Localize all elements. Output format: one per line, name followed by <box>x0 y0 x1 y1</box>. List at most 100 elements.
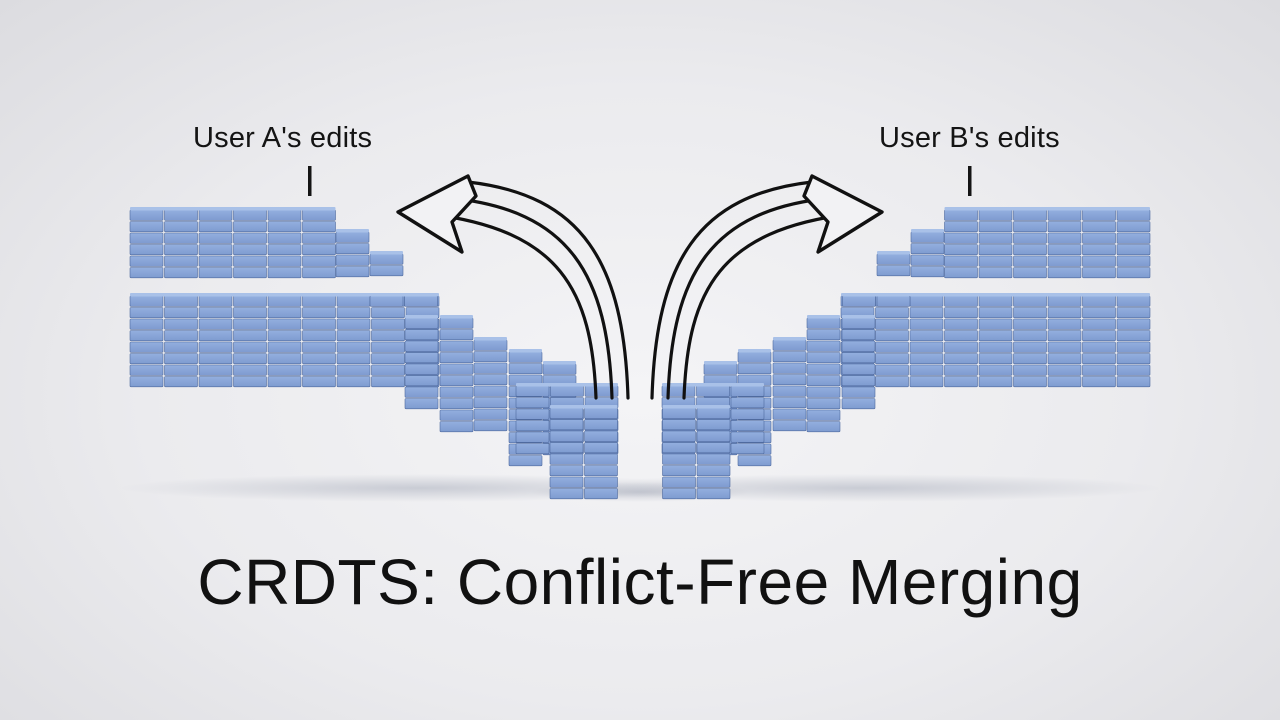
block-cell <box>336 353 371 365</box>
block-cell <box>267 232 302 244</box>
block-cell <box>1047 307 1082 319</box>
block-cell <box>584 430 618 442</box>
block-cell <box>909 364 944 376</box>
block-cell <box>1116 244 1151 256</box>
block-cell <box>1082 376 1116 388</box>
block-cell <box>1082 330 1116 342</box>
block-cell <box>696 419 731 431</box>
block-cell <box>302 307 336 319</box>
user-a-label: User A's edits <box>193 122 373 154</box>
block-cell <box>875 330 909 342</box>
block-cell <box>584 488 618 500</box>
block-cell <box>841 386 876 398</box>
block-cell <box>1013 221 1047 233</box>
block-cell <box>233 376 267 388</box>
block-cell <box>439 421 474 433</box>
block-cell <box>515 385 550 397</box>
block-cell <box>198 353 233 365</box>
block-cell <box>233 267 267 279</box>
block-cell <box>129 232 164 244</box>
block-cell <box>662 465 696 477</box>
block-cell <box>267 376 302 388</box>
block-cell <box>841 398 876 410</box>
block-cell <box>1013 341 1047 353</box>
block-cell <box>1116 376 1151 388</box>
block-cell <box>302 255 336 267</box>
block-cell <box>549 430 584 442</box>
block-cell <box>662 453 696 465</box>
block-cell <box>198 330 233 342</box>
block-cell <box>737 363 772 375</box>
block-cell <box>737 351 772 363</box>
block-cell <box>164 307 198 319</box>
block-cell <box>198 255 233 267</box>
block-cell <box>876 265 911 277</box>
block-cell <box>875 353 909 365</box>
block-cell <box>164 295 198 307</box>
block-cell <box>439 386 474 398</box>
block-cell <box>944 330 978 342</box>
block-cell <box>944 307 978 319</box>
block-top-face <box>877 251 910 255</box>
block-cell <box>473 408 508 420</box>
block-cell <box>1082 232 1116 244</box>
block-cell <box>336 318 371 330</box>
block-cell <box>1047 376 1082 388</box>
block-cell <box>730 420 765 432</box>
block-cell <box>233 232 267 244</box>
block-cell <box>978 267 1013 279</box>
block-cell <box>696 407 731 419</box>
block-cell <box>910 231 945 243</box>
block-cell <box>198 232 233 244</box>
block-cell <box>508 351 543 363</box>
block-cell <box>164 318 198 330</box>
user-b-label: User B's edits <box>879 122 1060 154</box>
block-cell <box>233 295 267 307</box>
block-cell <box>129 318 164 330</box>
block-top-face <box>370 251 403 255</box>
block-cell <box>267 244 302 256</box>
arrow-shaft-line <box>448 196 614 400</box>
block-cell <box>549 419 584 431</box>
block-cell <box>198 318 233 330</box>
block-cell <box>371 318 405 330</box>
page-title: CRDTS: Conflict-Free Merging <box>197 546 1083 618</box>
block-cell <box>944 221 978 233</box>
block-cell <box>508 455 543 467</box>
block-cell <box>371 341 405 353</box>
block-cell <box>1047 232 1082 244</box>
block-cell <box>662 419 696 431</box>
block-cell <box>267 221 302 233</box>
block-cell <box>302 376 336 388</box>
block-top-face <box>662 405 730 409</box>
block-cell <box>910 243 945 255</box>
block-top-face <box>841 293 1150 297</box>
block-cell <box>1116 255 1151 267</box>
block-cell <box>910 266 945 278</box>
block-cell <box>335 231 370 243</box>
block-cell <box>164 376 198 388</box>
block-cell <box>302 330 336 342</box>
block-cell <box>978 330 1013 342</box>
block-cell <box>129 307 164 319</box>
block-cell <box>549 442 584 454</box>
block-cell <box>909 295 944 307</box>
block-cell <box>875 318 909 330</box>
block-cell <box>662 430 696 442</box>
block-cell <box>336 364 371 376</box>
block-cell <box>1047 353 1082 365</box>
block-cell <box>584 465 618 477</box>
block-cell <box>1116 307 1151 319</box>
block-cell <box>233 255 267 267</box>
block-cell <box>1047 295 1082 307</box>
block-cell <box>806 352 841 364</box>
block-cell <box>841 375 876 387</box>
block-cell <box>439 363 474 375</box>
block-cell <box>404 329 439 341</box>
block-cell <box>233 209 267 221</box>
block-cell <box>876 253 911 265</box>
block-cell <box>164 330 198 342</box>
block-cell <box>549 453 584 465</box>
block-top-face <box>842 315 875 319</box>
